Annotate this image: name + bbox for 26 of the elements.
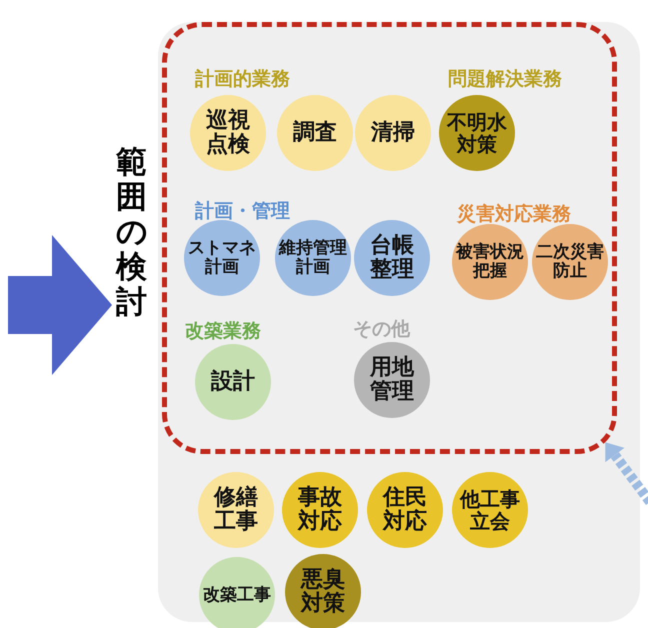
group-heading: 災害対応業務	[457, 202, 571, 227]
task-circle: 他工事立会	[452, 472, 528, 548]
task-circle: 巡視点検	[190, 95, 266, 171]
task-circle: 不明水対策	[439, 95, 515, 171]
scope-region	[162, 22, 617, 454]
task-circle: 悪臭対策	[285, 554, 361, 628]
task-circle: 被害状況把握	[452, 224, 528, 300]
task-circle: 台帳整理	[354, 220, 430, 296]
task-circle: 設計	[195, 344, 271, 420]
task-circle: 二次災害防止	[532, 224, 608, 300]
task-circle: ストマネ計画	[184, 220, 260, 296]
task-circle: 修繕工事	[198, 472, 274, 548]
group-heading: 計画的業務	[195, 67, 290, 92]
group-heading: 改築業務	[185, 319, 261, 344]
group-heading: 問題解決業務	[448, 67, 562, 92]
task-circle: 住民対応	[367, 472, 443, 548]
vertical-title: 範囲の検討	[112, 145, 156, 320]
task-circle: 調査	[277, 95, 353, 171]
task-circle: 事故対応	[282, 472, 358, 548]
task-circle: 改築工事	[199, 557, 275, 628]
task-circle: 清掃	[355, 95, 431, 171]
dashed-arrow	[605, 442, 648, 505]
group-heading: その他	[353, 317, 410, 342]
task-circle: 維持管理計画	[275, 220, 351, 296]
block-arrow	[8, 235, 112, 375]
task-circle: 用地管理	[354, 342, 430, 418]
